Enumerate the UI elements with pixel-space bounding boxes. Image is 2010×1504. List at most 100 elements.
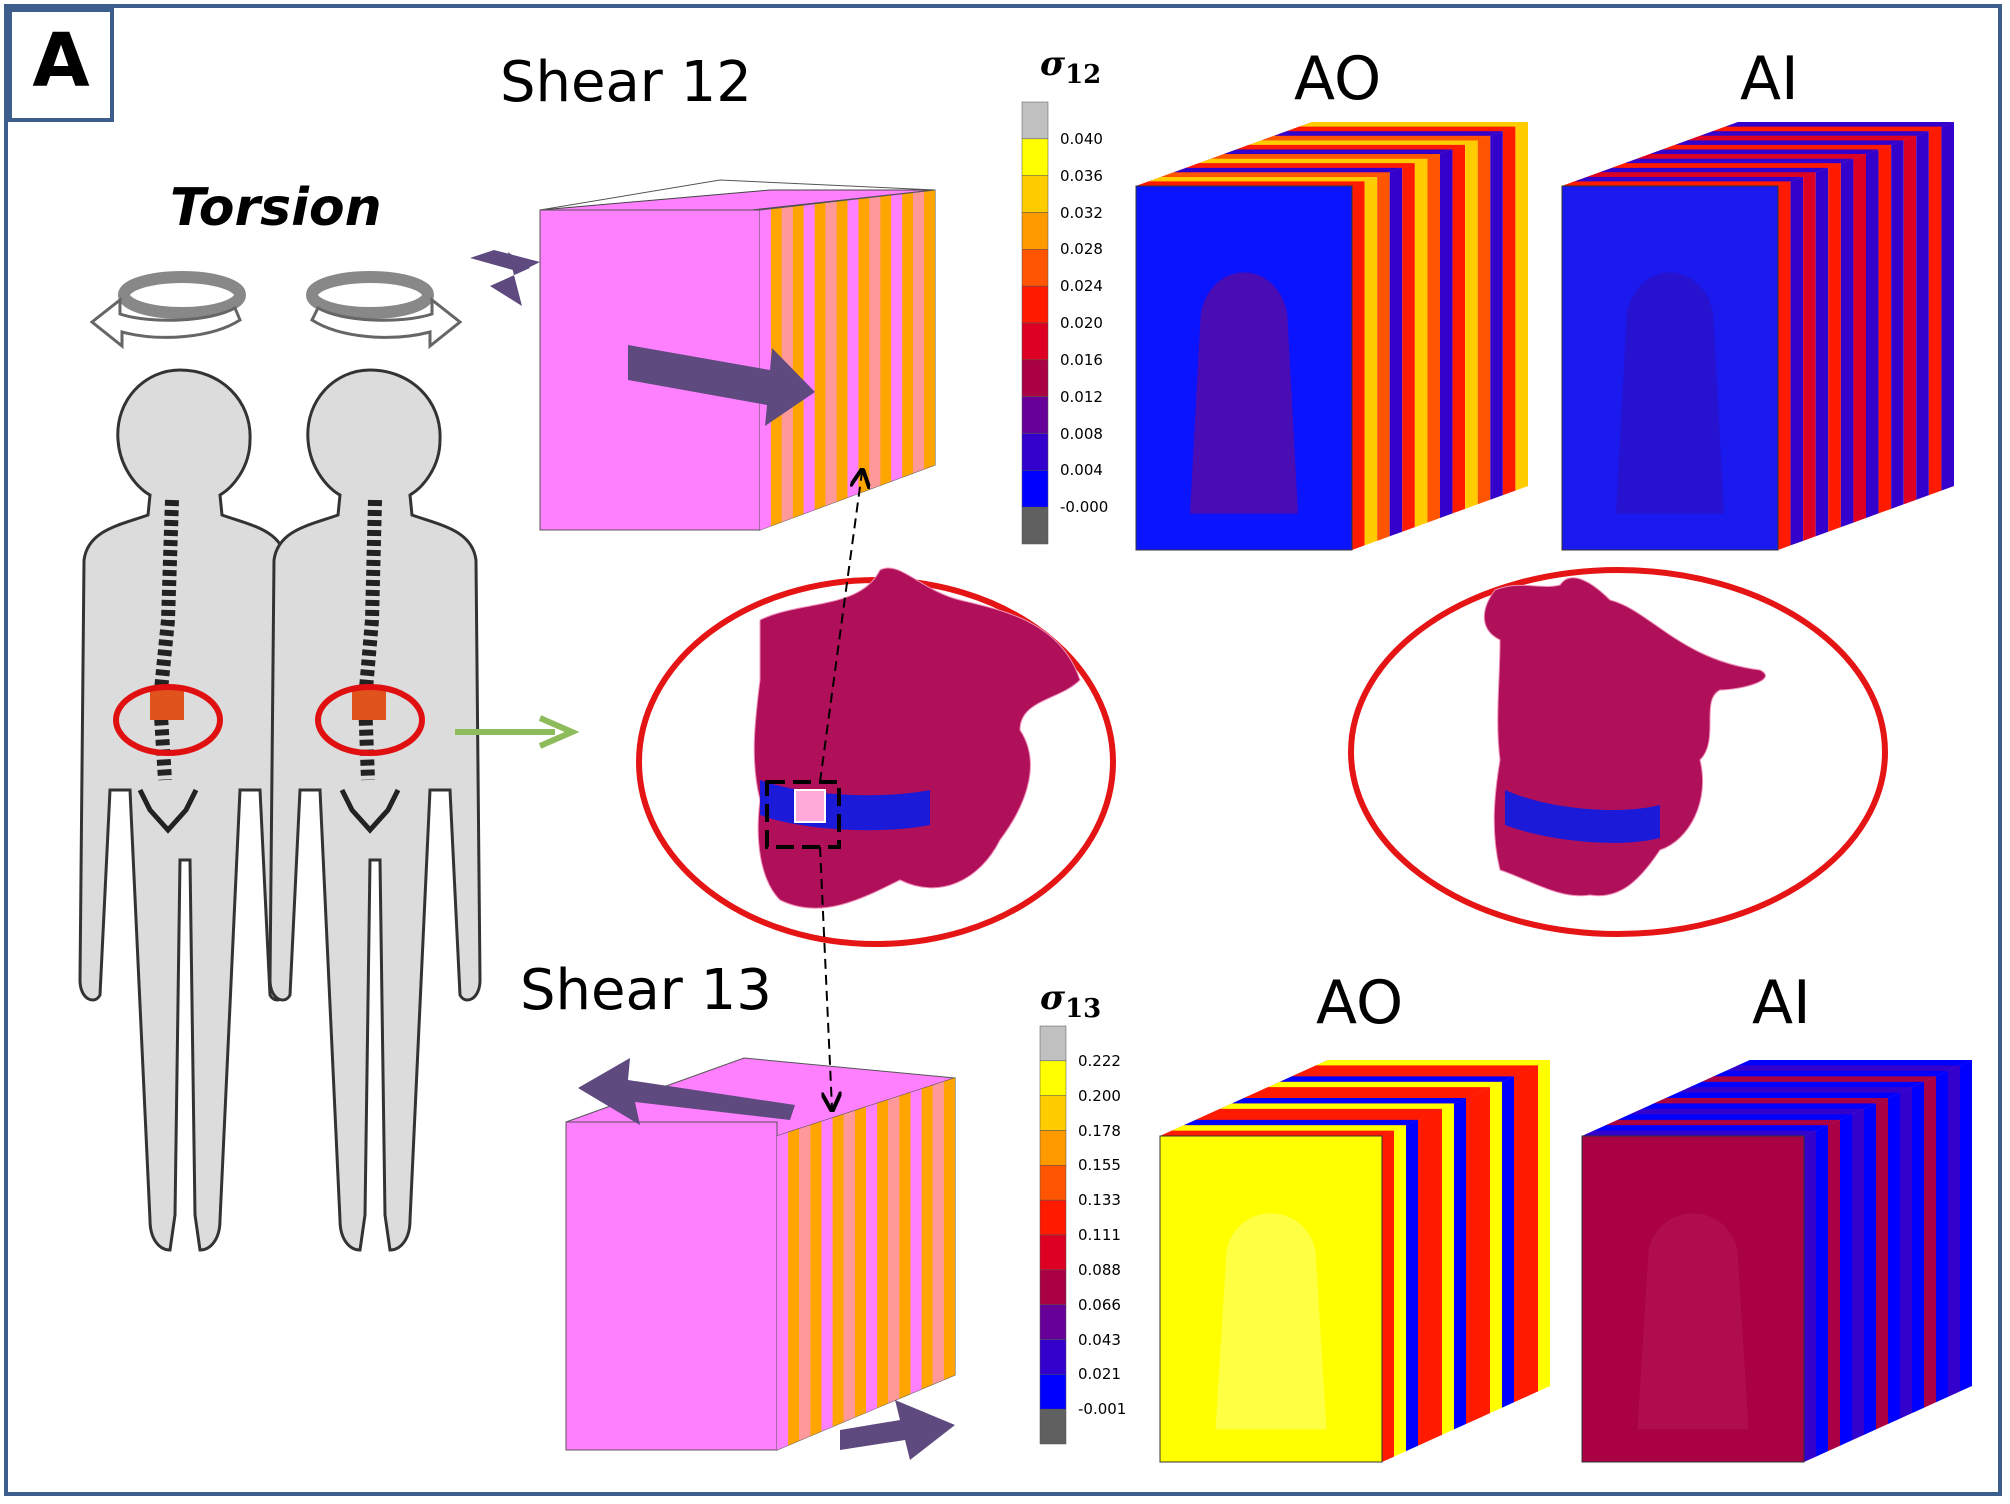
cube-top-stripe: [1160, 1130, 1394, 1136]
cube-top-stripe: [1236, 144, 1466, 150]
cube-side-stripe: [1394, 1125, 1406, 1457]
cube-top-stripe: [1268, 1081, 1502, 1088]
cube-top-stripe: [1198, 158, 1428, 164]
stripe: [913, 191, 925, 474]
stripe: [866, 1103, 878, 1413]
cube-side-stripe: [1876, 1098, 1888, 1430]
cube-top-stripe: [1249, 140, 1478, 145]
ao-shear13-label: AO: [1316, 968, 1404, 1038]
colorbar-swatch: [1039, 1339, 1067, 1375]
colorbar-tick-label: 0.021: [1078, 1365, 1121, 1384]
cube-side-stripe: [1454, 1098, 1466, 1430]
stripe: [924, 190, 935, 470]
cube-top-stripe: [1624, 158, 1854, 164]
cube-top-stripe: [1654, 1098, 1888, 1104]
torsion-rotation-right-icon: [306, 271, 463, 350]
stripe: [877, 1099, 889, 1408]
cube-side-stripe: [1928, 126, 1942, 496]
cube-top-stripe: [1256, 1087, 1490, 1093]
cube-side-stripe: [1502, 1076, 1514, 1408]
cube-side-stripe: [1418, 1114, 1430, 1446]
cube-top-stripe: [1738, 1060, 1972, 1066]
cube-top-stripe: [1726, 1065, 1960, 1071]
colorbar-tick-label: 0.040: [1060, 129, 1103, 148]
cube-side-stripe: [1804, 1130, 1816, 1462]
stripe: [803, 203, 815, 514]
cube-side-stripe: [1440, 149, 1453, 518]
cube-side-stripe: [1900, 1087, 1912, 1419]
cube-side-stripe: [1828, 163, 1841, 532]
shear12-stripe-cube: [539, 179, 936, 531]
cube-top-stripe: [1702, 1076, 1936, 1082]
shear12-title: Shear 12: [500, 50, 752, 115]
stripe: [902, 192, 914, 478]
cube-side-stripe: [1452, 144, 1466, 514]
cube-top-stripe: [1232, 1098, 1466, 1104]
shear13-arrow-left-icon: [578, 1058, 795, 1125]
cube-top-stripe: [1211, 154, 1440, 159]
cube-side-stripe: [1402, 163, 1415, 532]
cube-top-stripe: [1678, 1087, 1912, 1093]
cube-top-stripe: [1666, 1092, 1900, 1098]
cube-top-stripe: [1196, 1114, 1430, 1120]
cube-side-stripe: [1406, 1119, 1418, 1452]
cube-side-stripe: [1878, 144, 1892, 514]
cube-top-stripe: [1725, 122, 1954, 127]
cube-side-stripe: [1840, 158, 1854, 528]
shear12-arrow-left-icon: [470, 250, 540, 306]
cube-side-stripe: [1828, 1119, 1840, 1452]
cube-side-stripe: [1515, 122, 1528, 491]
cube-side-stripe: [1924, 1076, 1936, 1408]
cube-side-stripe: [1816, 1125, 1828, 1457]
cube-side-stripe: [1815, 167, 1829, 537]
colorbar-swatch: [1039, 1234, 1067, 1271]
cube-side-stripe: [1864, 1103, 1876, 1435]
stripe: [932, 1081, 944, 1385]
colorbar-swatch: [1039, 1025, 1067, 1062]
cube-top-stripe: [1650, 149, 1879, 154]
cube-side-stripe: [1948, 1065, 1960, 1397]
cube-side-stripe: [1888, 1092, 1900, 1424]
colorbar-swatch: [1039, 1374, 1067, 1410]
cube-side-stripe: [1490, 1081, 1502, 1414]
cube-top-stripe: [1184, 1119, 1418, 1126]
cube-top-stripe: [1173, 167, 1403, 173]
stripe: [799, 1125, 811, 1441]
cube-side-stripe: [1912, 1081, 1924, 1414]
cube-front-inner: [1616, 272, 1724, 514]
cube-side-stripe: [1778, 181, 1791, 550]
cube-top-stripe: [1286, 126, 1516, 132]
panel-label-box: [8, 8, 114, 122]
stripe: [921, 1085, 933, 1390]
colorbar-tick-label: 0.016: [1060, 350, 1103, 369]
cube-top-stripe: [1594, 1125, 1828, 1131]
stripe: [832, 1114, 844, 1427]
green-pointer-arrow: [455, 715, 580, 749]
cube-top-stripe: [1208, 1108, 1442, 1115]
cube-side-stripe: [1960, 1060, 1972, 1392]
colorbar-swatch: [1021, 249, 1049, 287]
panel-label: A: [32, 18, 90, 104]
cube-top-stripe: [1172, 1125, 1406, 1131]
ai-shear12-result-cube: [1561, 122, 1954, 551]
cube-top-stripe: [1599, 167, 1829, 173]
cube-top-stripe: [1714, 1070, 1948, 1077]
colorbar-tick-label: 0.008: [1060, 424, 1103, 443]
stripe: [880, 195, 892, 486]
cube-top-stripe: [1224, 149, 1453, 154]
ai-shear13-result-cube: [1581, 1060, 1972, 1463]
cube-top-stripe: [1642, 1103, 1876, 1109]
colorbar-tick-label: 0.111: [1078, 1226, 1121, 1244]
cube-top-stripe: [1612, 163, 1841, 168]
cube-top-stripe: [1637, 154, 1866, 159]
colorbar-swatch: [1021, 470, 1049, 508]
cube-side-stripe: [1478, 1087, 1490, 1419]
vertebra-model-right: [1348, 567, 1888, 937]
colorbar-tick-label: 0.028: [1060, 240, 1103, 259]
cube-side-stripe: [1414, 158, 1428, 528]
cube-side-stripe: [1903, 135, 1917, 505]
colorbar-swatch: [1039, 1095, 1067, 1131]
cube-side-stripe: [1389, 167, 1403, 537]
cube-top-stripe: [1316, 1060, 1550, 1066]
